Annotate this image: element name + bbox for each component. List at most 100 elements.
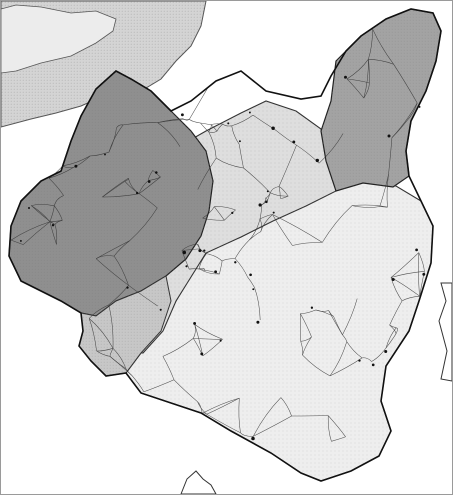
- settlement-dot: [248, 111, 251, 114]
- settlement-dot: [415, 248, 418, 252]
- settlement-dot: [104, 153, 106, 156]
- district-border-line: [406, 102, 418, 122]
- district-border-line: [401, 295, 420, 302]
- district-border-line: [214, 206, 236, 211]
- settlement-dot: [265, 200, 268, 204]
- district-border-line: [386, 174, 389, 208]
- district-border-line: [208, 131, 218, 133]
- district-border-line: [138, 193, 158, 209]
- district-border-line: [96, 350, 111, 357]
- district-border-line: [88, 304, 109, 319]
- district-border-line: [23, 221, 51, 245]
- district-border-line: [346, 78, 365, 99]
- settlement-dot: [258, 203, 262, 207]
- district-border-line: [95, 258, 129, 286]
- settlement-dot: [182, 250, 187, 255]
- settlement-dot: [238, 140, 241, 143]
- settlement-dot: [310, 306, 314, 309]
- district-border-line: [302, 354, 331, 377]
- settlement-dot: [147, 180, 151, 183]
- district-border-line: [49, 221, 57, 245]
- district-border-line: [300, 309, 316, 314]
- district-border-line: [254, 287, 261, 321]
- district-border-line: [278, 186, 281, 199]
- settlement-dot: [227, 122, 230, 125]
- settlement-dots: [19, 75, 426, 441]
- district-border-line: [390, 271, 425, 278]
- district-border-line: [162, 356, 175, 380]
- district-border-line: [213, 206, 225, 221]
- district-border-line: [368, 29, 373, 60]
- district-border-line: [393, 64, 418, 104]
- district-border-line: [206, 413, 241, 434]
- district-border-line: [157, 119, 190, 123]
- district-border-line: [90, 151, 109, 157]
- district-border-line: [234, 239, 250, 259]
- district-border-line: [113, 240, 130, 257]
- district-border-line: [48, 178, 64, 196]
- district-border-line: [278, 186, 289, 197]
- district-border-line: [371, 347, 387, 362]
- district-border-line: [342, 298, 358, 335]
- district-border-line: [300, 313, 312, 337]
- district-border-line: [238, 144, 244, 169]
- district-border-line: [372, 29, 394, 65]
- district-border-line: [157, 122, 181, 147]
- settlement-dot: [203, 249, 206, 252]
- district-border-line: [189, 87, 208, 120]
- district-border-line: [108, 124, 124, 153]
- district-border-line: [129, 207, 158, 241]
- settlement-dot: [234, 261, 237, 264]
- district-border-line: [113, 255, 129, 286]
- district-border-line: [385, 327, 397, 349]
- district-border-line: [194, 324, 223, 340]
- district-border-line: [300, 336, 312, 342]
- district-border-line: [193, 324, 196, 339]
- district-border-line: [385, 333, 397, 349]
- district-border-line: [54, 205, 63, 221]
- district-border-line: [231, 114, 254, 127]
- settlement-dot: [214, 270, 218, 274]
- district-border-line: [253, 415, 292, 437]
- district-border-line: [49, 205, 55, 222]
- district-border-line: [363, 82, 370, 99]
- settlement-dot: [219, 339, 222, 342]
- district-border-line: [148, 170, 154, 181]
- district-border-line: [346, 78, 370, 84]
- district-border-line: [181, 243, 198, 251]
- district-border-line: [193, 338, 223, 340]
- district-border-line: [108, 304, 114, 349]
- district-border-line: [204, 270, 220, 275]
- district-border-line: [173, 379, 198, 402]
- district-border-line: [352, 204, 388, 208]
- district-border-line: [189, 119, 201, 124]
- settlement-dot: [231, 211, 234, 214]
- district-border-line: [181, 248, 200, 251]
- district-border-line: [95, 255, 115, 259]
- settlement-dot: [271, 126, 275, 131]
- district-border-line: [200, 122, 212, 125]
- settlement-dot: [384, 350, 388, 353]
- district-border-line: [327, 415, 346, 437]
- district-border-line: [202, 206, 215, 219]
- district-border-line: [221, 258, 236, 262]
- district-border-line: [143, 379, 175, 393]
- settlement-dot: [74, 164, 78, 168]
- settlement-dot: [292, 140, 296, 144]
- district-border-line: [389, 324, 397, 334]
- district-border-line: [197, 157, 217, 190]
- district-border-line: [202, 217, 225, 221]
- district-border-line: [346, 59, 369, 80]
- district-border-line: [138, 180, 149, 194]
- district-border-line: [222, 123, 232, 127]
- district-border-line: [346, 341, 363, 359]
- district-border-line: [247, 276, 255, 288]
- district-border-line: [199, 268, 206, 271]
- district-border-line: [259, 214, 273, 220]
- district-border-line: [54, 224, 58, 245]
- district-border-line: [270, 192, 289, 197]
- district-border-line: [329, 341, 348, 377]
- district-border-line: [231, 125, 240, 145]
- settlement-dot: [315, 158, 319, 163]
- district-border-line: [202, 397, 240, 414]
